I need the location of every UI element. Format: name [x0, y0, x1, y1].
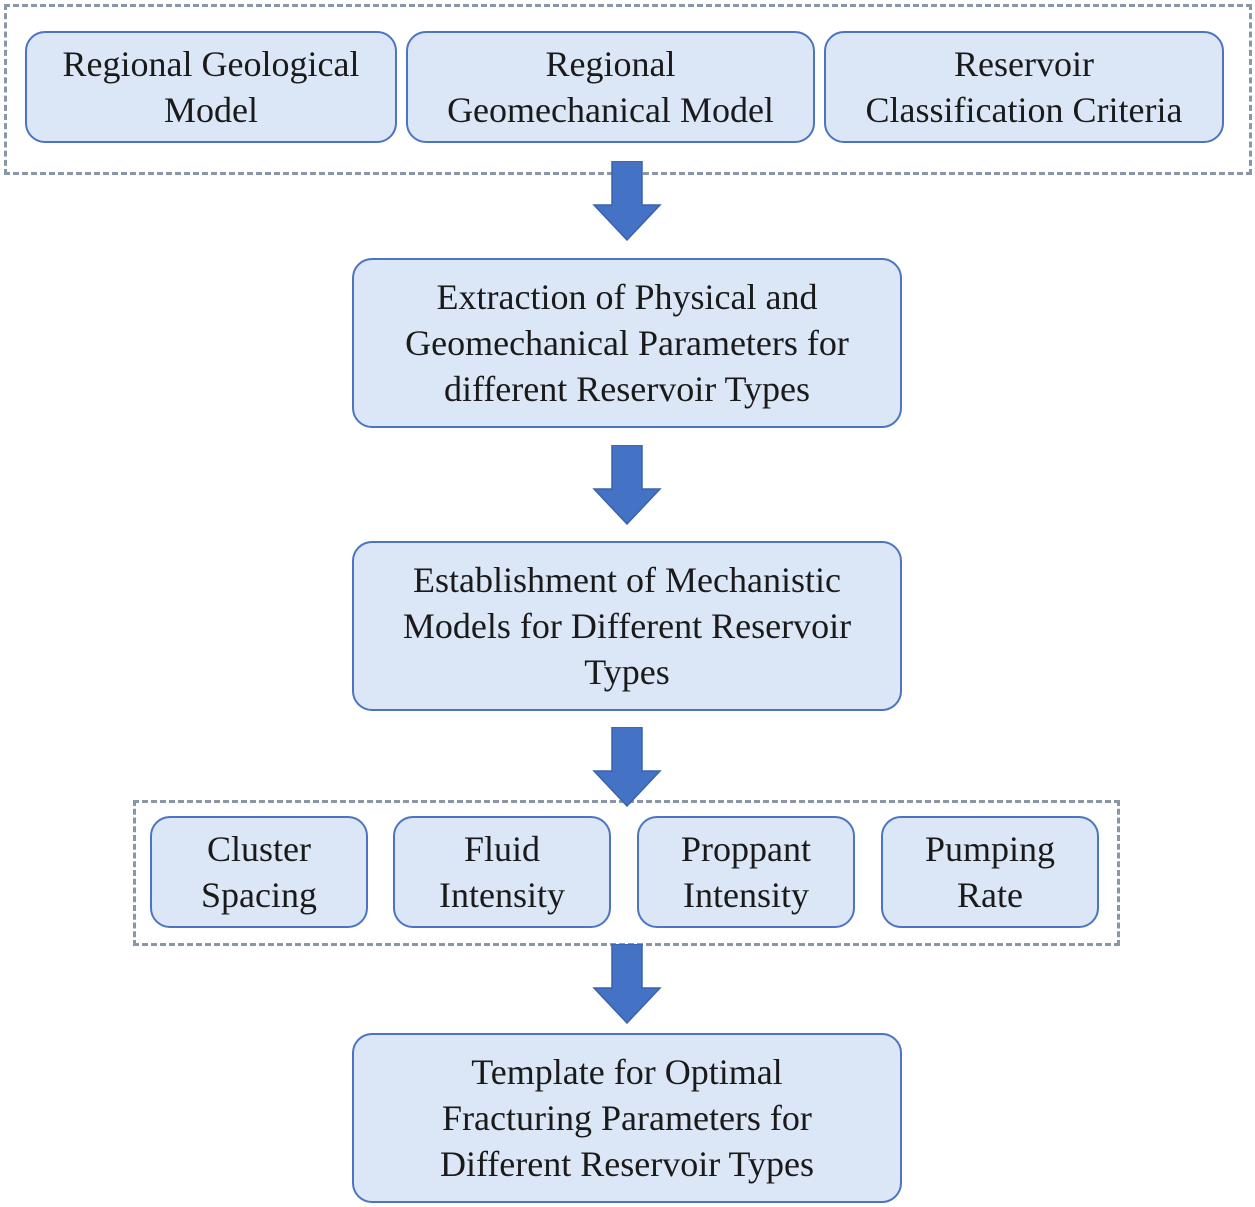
- regional-geological-model-box: Regional Geological Model: [25, 31, 397, 143]
- extraction-parameters-box: Extraction of Physical and Geomechanical…: [352, 258, 902, 428]
- down-arrow-icon: [592, 727, 662, 807]
- regional-geomechanical-model-box: Regional Geomechanical Model: [406, 31, 815, 143]
- down-arrow-icon: [592, 944, 662, 1024]
- mechanistic-models-box: Establishment of Mechanistic Models for …: [352, 541, 902, 711]
- fluid-intensity-box: Fluid Intensity: [393, 816, 611, 928]
- down-arrow-icon: [592, 445, 662, 525]
- pumping-rate-box: Pumping Rate: [881, 816, 1099, 928]
- optimal-fracturing-template-box: Template for Optimal Fracturing Paramete…: [352, 1033, 902, 1203]
- cluster-spacing-box: Cluster Spacing: [150, 816, 368, 928]
- down-arrow-icon: [592, 161, 662, 241]
- reservoir-classification-criteria-box: Reservoir Classification Criteria: [824, 31, 1224, 143]
- proppant-intensity-box: Proppant Intensity: [637, 816, 855, 928]
